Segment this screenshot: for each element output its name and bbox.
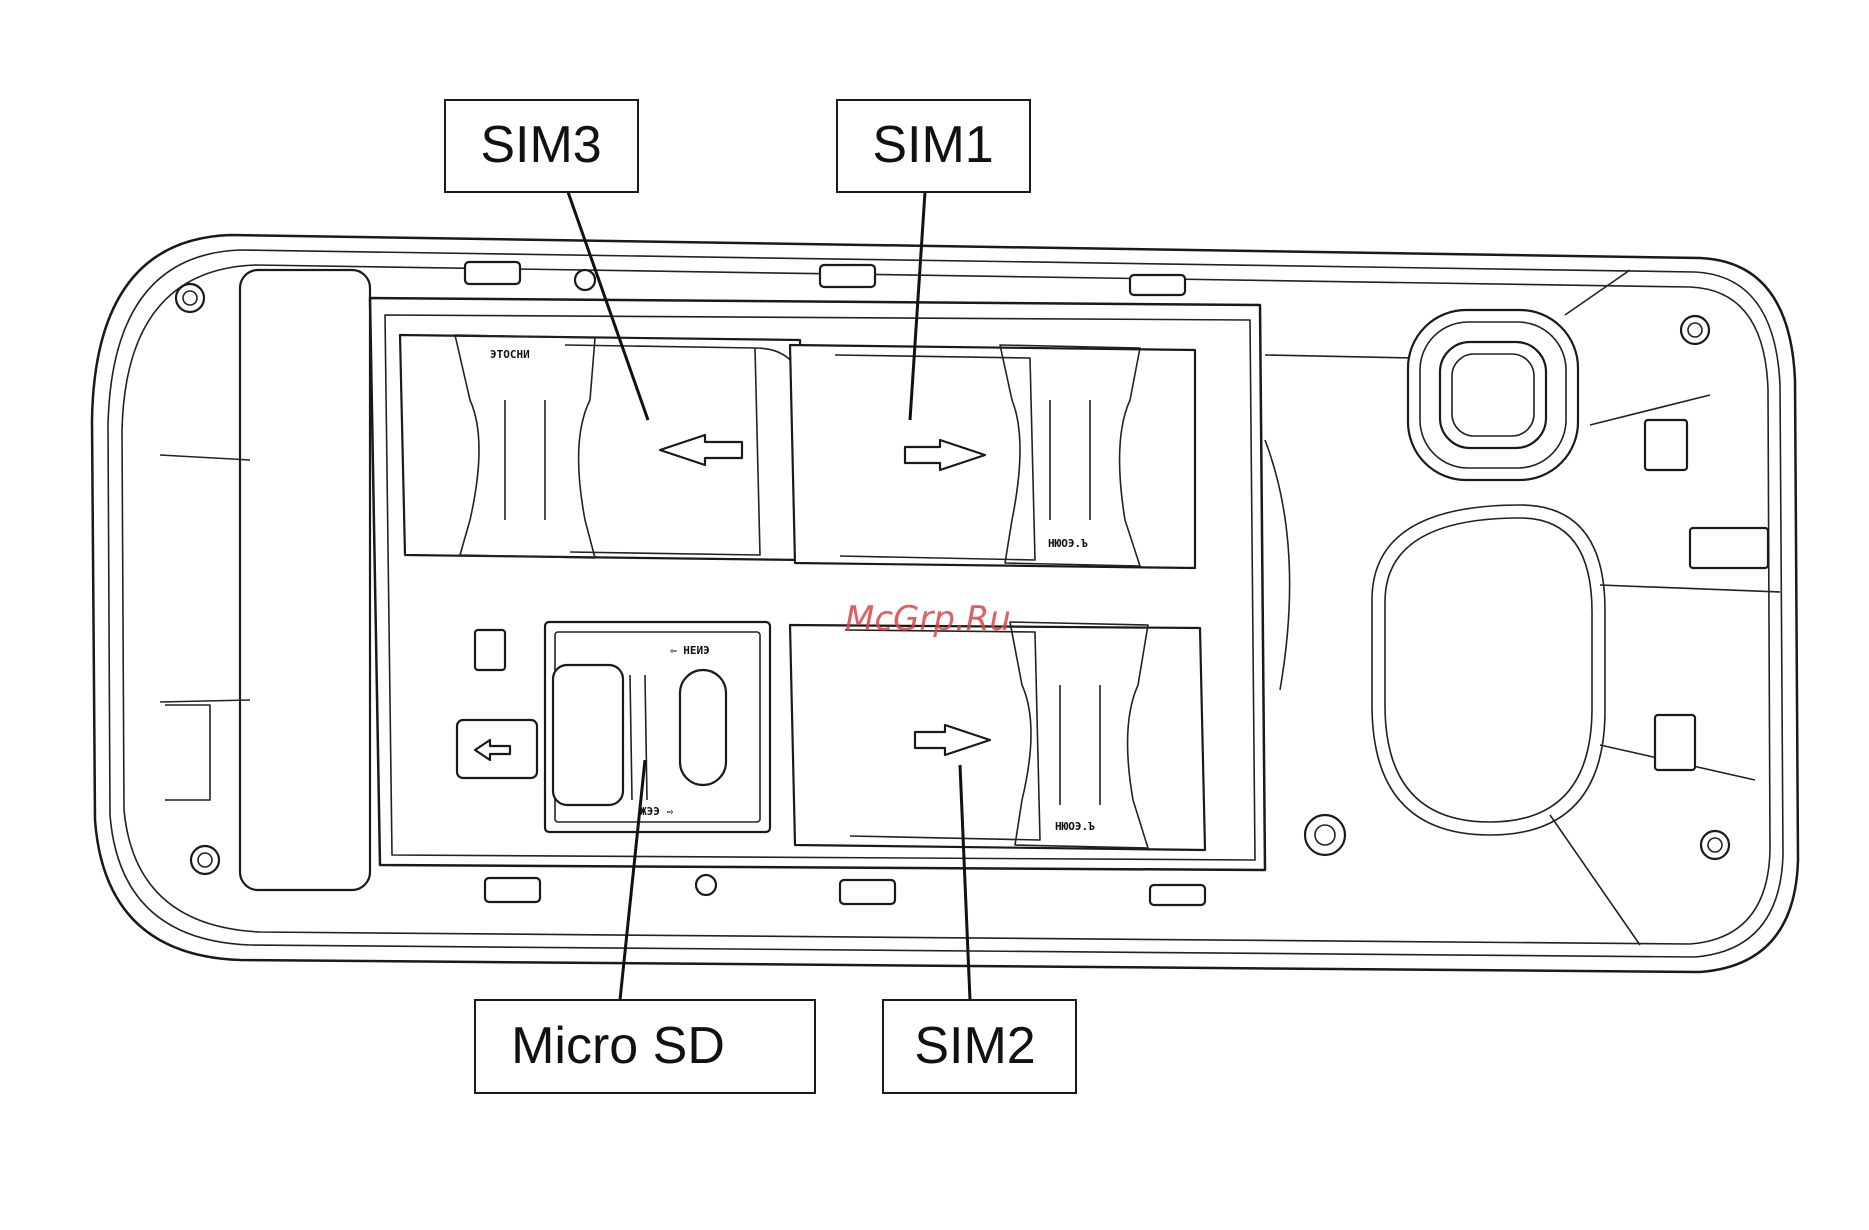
callout-sim3: SIM3: [445, 100, 638, 192]
camera-lens: [1408, 310, 1578, 480]
svg-text:НЮОЭ.Ъ: НЮОЭ.Ъ: [1055, 820, 1095, 833]
svg-text:⇦ НЕИЭ: ⇦ НЕИЭ: [670, 644, 710, 657]
label-sim1: SIM1: [872, 116, 993, 174]
leader-lines: [568, 192, 970, 1000]
sim3-slot: ЭТОСНИ: [400, 335, 805, 560]
svg-text:ЭТОСНИ: ЭТОСНИ: [490, 348, 530, 361]
svg-text:ЖЭЭ ⇨: ЖЭЭ ⇨: [640, 805, 673, 818]
sim1-slot: НЮОЭ.Ъ: [790, 345, 1195, 568]
watermark: McGrp.Ru: [845, 599, 1011, 639]
micro-sd-slot: ⇦ НЕИЭ ЖЭЭ ⇨: [545, 622, 770, 832]
svg-text:НЮОЭ.Ъ: НЮОЭ.Ъ: [1048, 537, 1088, 550]
speaker-oval: [1372, 505, 1605, 835]
sim2-slot: НЮОЭ.Ъ: [790, 622, 1205, 850]
label-sim3: SIM3: [480, 116, 601, 174]
label-sim2: SIM2: [914, 1017, 1035, 1075]
callout-sim2: SIM2: [883, 1000, 1076, 1093]
callout-sim1: SIM1: [837, 100, 1030, 192]
callout-micro-sd: Micro SD: [475, 1000, 815, 1093]
label-micro-sd: Micro SD: [511, 1017, 725, 1075]
